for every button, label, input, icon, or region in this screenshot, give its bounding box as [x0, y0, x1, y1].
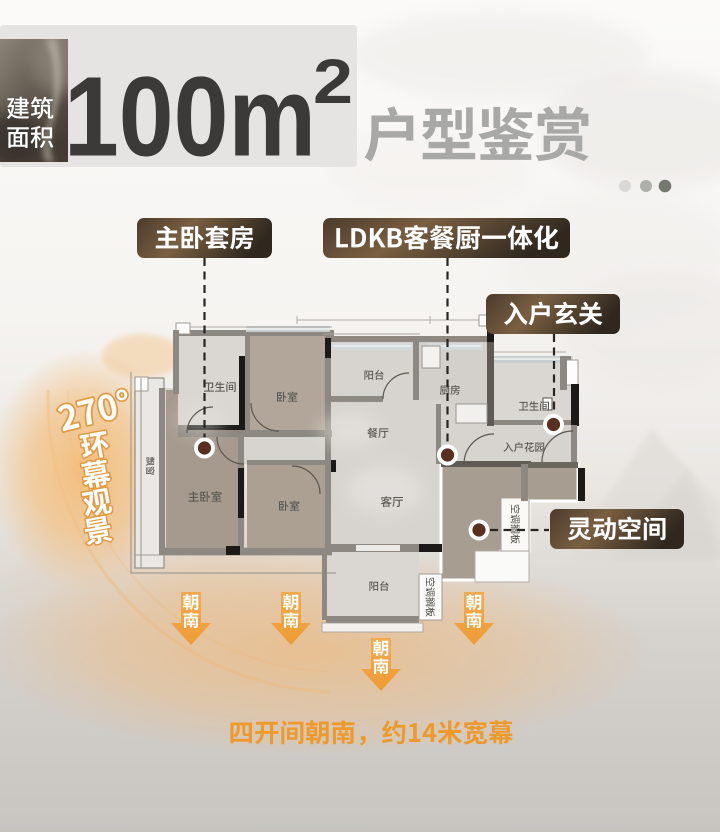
- svg-text:2: 2: [313, 47, 353, 117]
- svg-text:100m: 100m: [64, 54, 316, 180]
